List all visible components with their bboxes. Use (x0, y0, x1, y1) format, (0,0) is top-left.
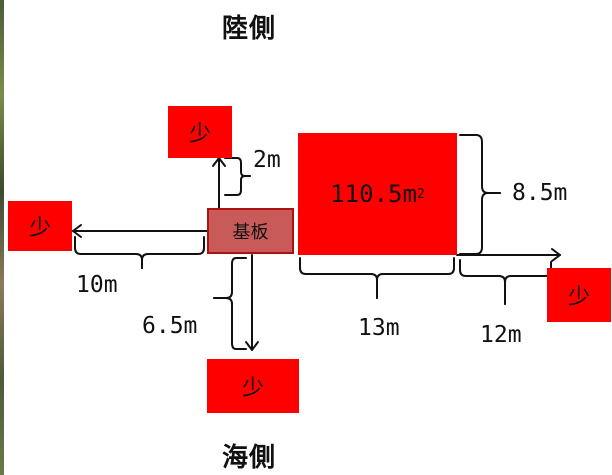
brace-8-5m (459, 134, 501, 194)
brace-2m (224, 157, 251, 177)
dimension-left: 10m (76, 272, 118, 298)
arrow-left-head (72, 224, 82, 238)
board-box: 基板 (207, 208, 294, 254)
brace-6-5m (213, 257, 247, 299)
land-side-label: 陸側 (222, 14, 277, 44)
board-label: 基板 (232, 222, 269, 243)
dimension-up: 2m (253, 147, 281, 173)
brace-10m (74, 236, 143, 269)
sand-box-left: 少 (8, 201, 72, 251)
arrow-down-head (245, 341, 259, 351)
dimension-right: 12m (480, 322, 522, 348)
brace-12m (459, 259, 506, 305)
arrow-up-head (212, 157, 226, 167)
arrow-right-head (551, 248, 561, 262)
sand-box-top-left: 少 (168, 106, 232, 158)
brace-13m (299, 257, 378, 299)
sand-box-bottom-label: 少 (241, 376, 264, 401)
sand-box-right-label: 少 (567, 285, 590, 310)
area-value: 110.5m (330, 180, 417, 208)
dimension-area-width: 13m (358, 315, 400, 341)
dimension-down: 6.5m (142, 313, 198, 339)
dimension-area-height: 8.5m (512, 180, 568, 206)
photo-edge-strip (0, 0, 4, 475)
sand-box-left-label: 少 (28, 216, 51, 241)
sand-box-bottom: 少 (207, 359, 299, 413)
sand-box-right: 少 (547, 268, 611, 322)
area-exponent: 2 (416, 186, 425, 202)
sea-side-label: 海側 (222, 443, 277, 473)
sand-box-top-left-label: 少 (188, 122, 211, 147)
